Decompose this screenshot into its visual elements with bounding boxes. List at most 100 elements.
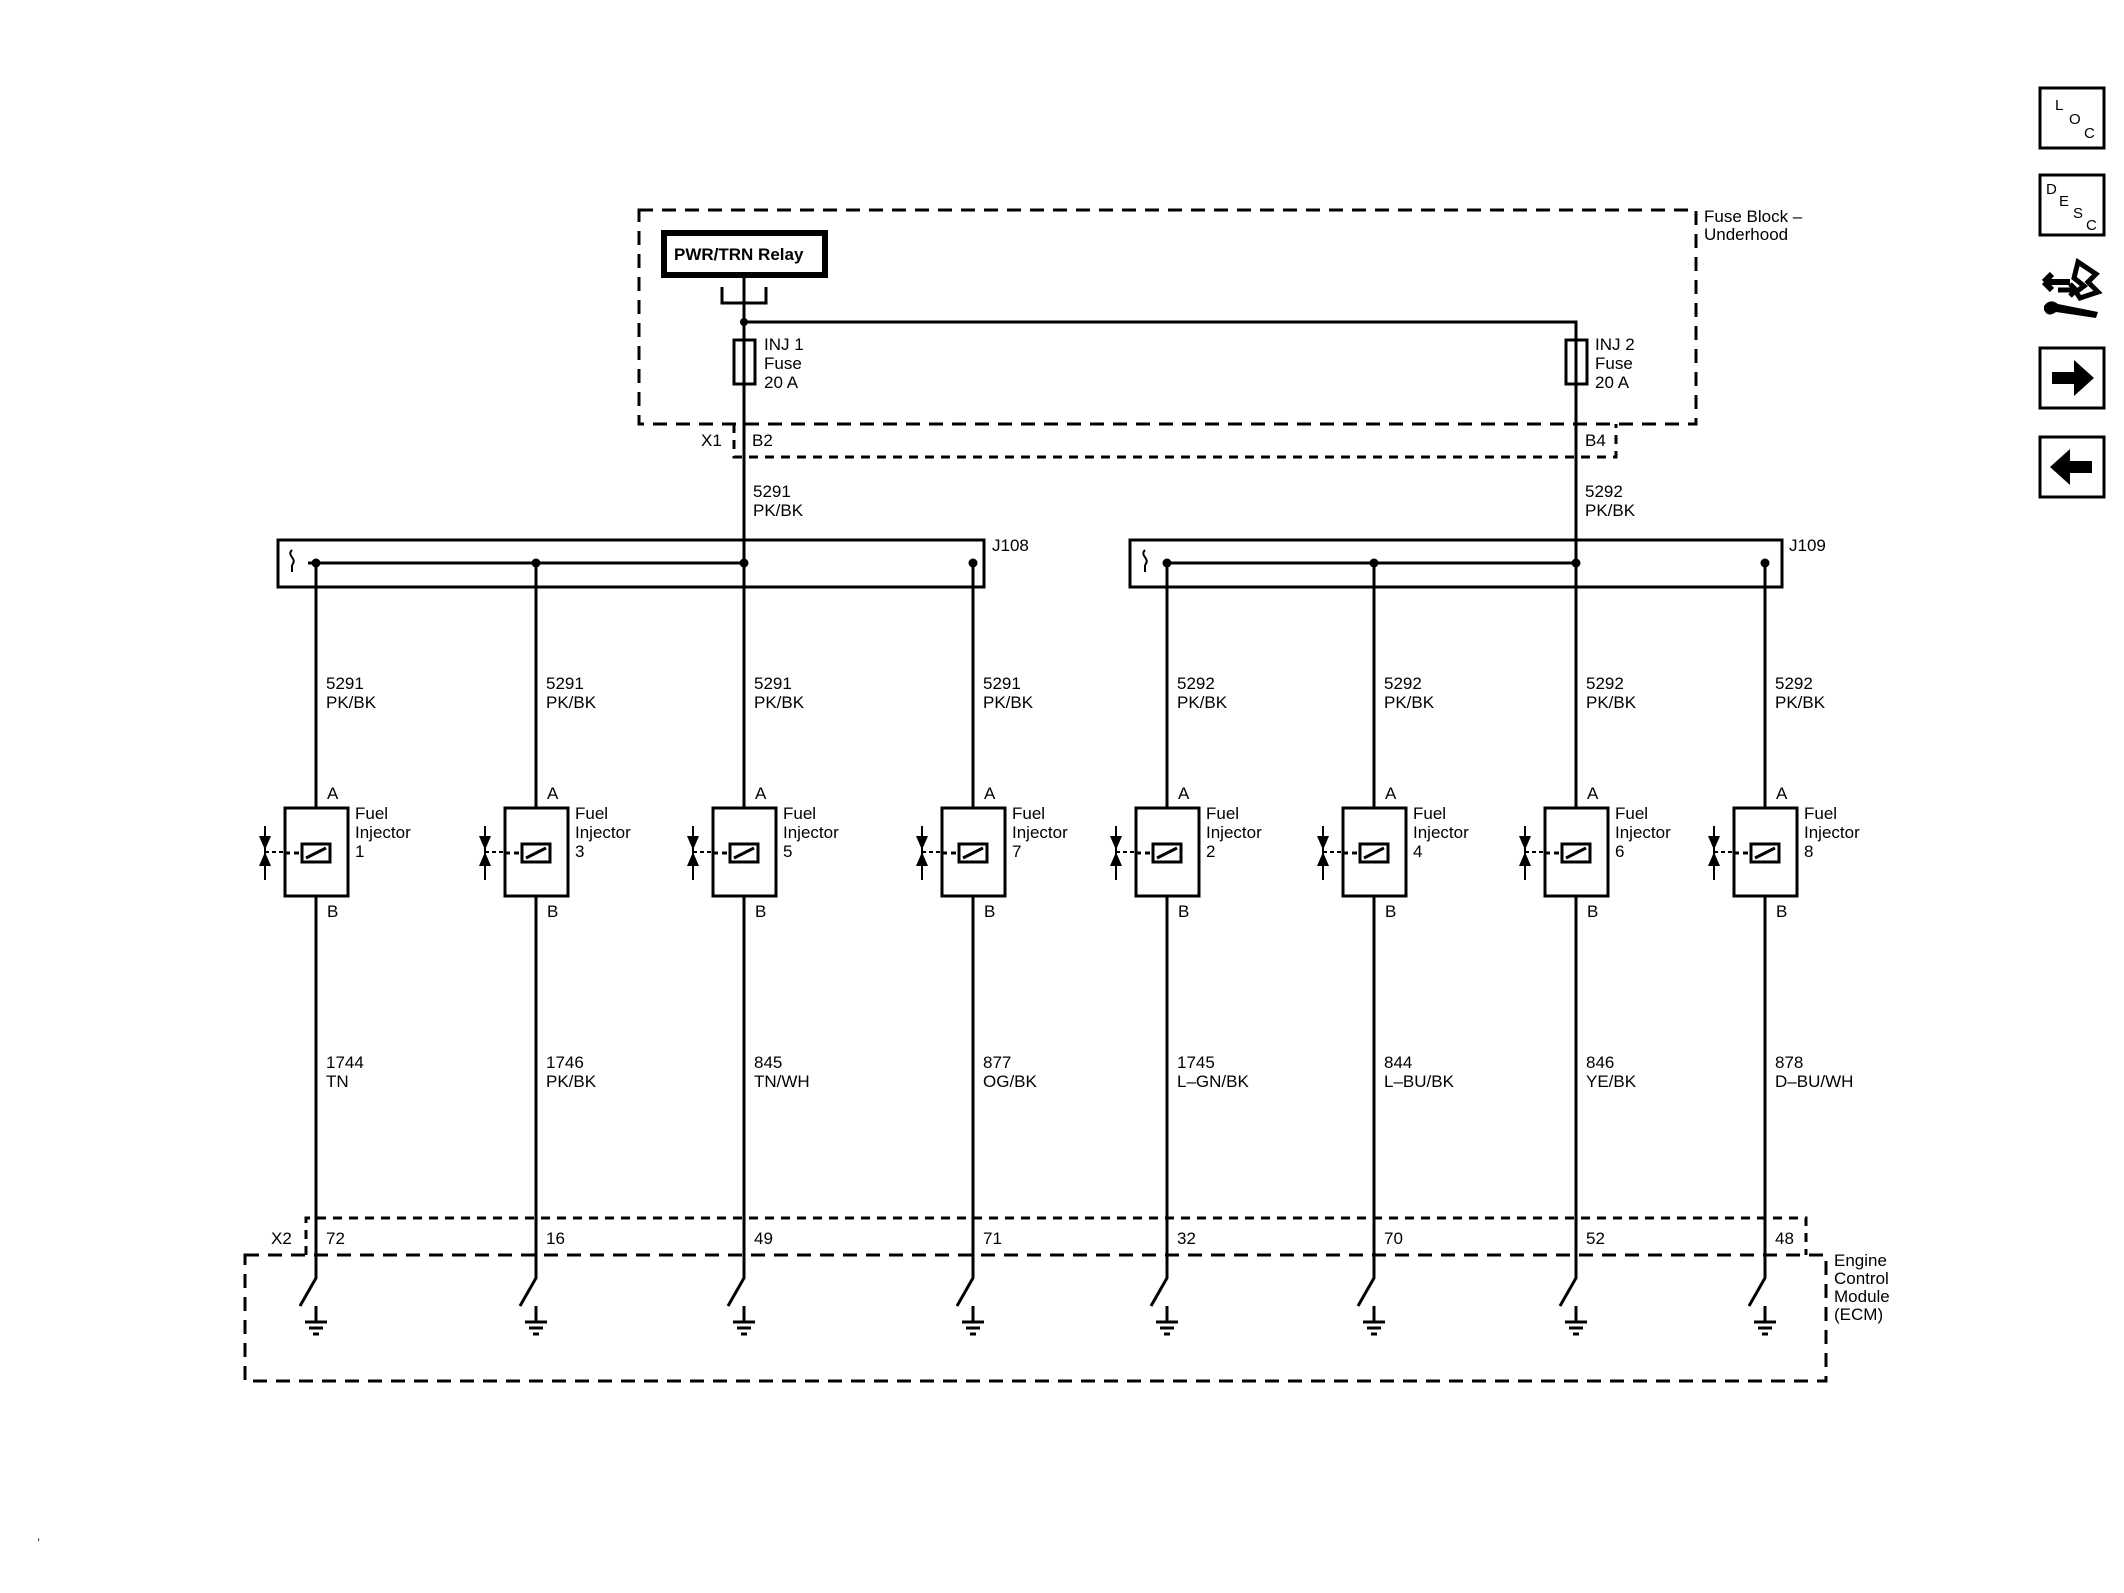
valve-icon	[687, 836, 699, 866]
svg-text:INJ 1: INJ 1	[764, 335, 804, 354]
svg-text:D: D	[2046, 181, 2057, 198]
valve-icon	[1317, 836, 1329, 866]
driver-switch-icon	[1747, 1255, 1767, 1322]
control-color-label: PK/BK	[546, 1072, 597, 1091]
splice-dot	[531, 558, 541, 568]
injector-name-line1: Fuel	[1413, 804, 1446, 823]
supply-circuit-label: 5291	[326, 674, 364, 693]
pin-b-label: B	[1776, 902, 1787, 921]
pin-a-label: A	[984, 784, 996, 803]
injector-name-line1: Fuel	[1804, 804, 1837, 823]
corner-mark: ˌ	[36, 1525, 41, 1542]
injector-number: 3	[575, 842, 584, 861]
control-circuit-label: 845	[754, 1053, 782, 1072]
arrow-left-icon[interactable]	[2038, 435, 2106, 499]
connector-x2: X2	[271, 1216, 1808, 1255]
control-circuit-label: 878	[1775, 1053, 1803, 1072]
splice-j108-label: J108	[992, 536, 1029, 555]
ground-icon	[733, 1320, 755, 1336]
arrow-right-icon[interactable]	[2038, 346, 2106, 410]
svg-text:Engine: Engine	[1834, 1251, 1887, 1270]
splice-dot	[1760, 558, 1770, 568]
ecm-pin-label: 32	[1177, 1229, 1196, 1248]
pin-b-label: B	[1178, 902, 1189, 921]
splice-j109: J109	[1128, 536, 1826, 589]
desc-icon[interactable]: D E S C	[2038, 173, 2106, 237]
ecm-pin-label: 71	[983, 1229, 1002, 1248]
svg-text:Fuse: Fuse	[764, 354, 802, 373]
control-color-label: OG/BK	[983, 1072, 1038, 1091]
injector-name-line1: Fuel	[783, 804, 816, 823]
control-circuit-label: 1744	[326, 1053, 364, 1072]
supply-color-label: PK/BK	[1177, 693, 1228, 712]
connector-x1-label: X1	[701, 431, 722, 450]
driver-switch-icon	[1558, 1255, 1578, 1322]
splice-dot	[1162, 558, 1172, 568]
driver-switch-icon	[955, 1255, 975, 1322]
injector-number: 2	[1206, 842, 1215, 861]
injector-number: 6	[1615, 842, 1624, 861]
loc-icon[interactable]: L O C	[2038, 86, 2106, 150]
pin-b-label: B	[1587, 902, 1598, 921]
splice-dot	[739, 558, 749, 568]
control-color-label: L–BU/BK	[1384, 1072, 1455, 1091]
pin-b4: B4	[1585, 431, 1606, 450]
svg-text:20 A: 20 A	[764, 373, 799, 392]
supply-circuit-label: 5292	[1586, 674, 1624, 693]
control-circuit-label: 846	[1586, 1053, 1614, 1072]
svg-text:Control: Control	[1834, 1269, 1889, 1288]
pin-a-label: A	[1587, 784, 1599, 803]
injector-name-line2: Injector	[1413, 823, 1469, 842]
fuse-block-title-line1: Fuse Block –	[1704, 207, 1803, 226]
splice-dot	[1369, 558, 1379, 568]
ground-icon	[1754, 1320, 1776, 1336]
control-color-label: L–GN/BK	[1177, 1072, 1249, 1091]
injector-name-line1: Fuel	[355, 804, 388, 823]
pin-a-label: A	[1776, 784, 1788, 803]
engine-control-module: Engine Control Module (ECM)	[243, 1251, 1890, 1383]
pin-a-label: A	[1385, 784, 1397, 803]
supply-circuit-label: 5291	[754, 674, 792, 693]
injector-name-line2: Injector	[575, 823, 631, 842]
ground-icon	[1363, 1320, 1385, 1336]
control-color-label: TN	[326, 1072, 349, 1091]
svg-text:5291: 5291	[753, 482, 791, 501]
ground-icon	[525, 1320, 547, 1336]
control-color-label: YE/BK	[1586, 1072, 1637, 1091]
pin-a-label: A	[327, 784, 339, 803]
driver-switch-icon	[298, 1255, 318, 1322]
connector-x2-label: X2	[271, 1229, 292, 1248]
control-color-label: TN/WH	[754, 1072, 810, 1091]
connector-tool-icon[interactable]	[2041, 257, 2103, 318]
supply-color-label: PK/BK	[326, 693, 377, 712]
pin-b-label: B	[327, 902, 338, 921]
injector-name-line1: Fuel	[1012, 804, 1045, 823]
injector-name-line2: Injector	[1012, 823, 1068, 842]
splice-j108: J108	[276, 536, 1029, 589]
ecm-pin-label: 70	[1384, 1229, 1403, 1248]
supply-color-label: PK/BK	[1384, 693, 1435, 712]
svg-text:L: L	[2055, 97, 2063, 114]
injector-number: 4	[1413, 842, 1422, 861]
pin-b-label: B	[1385, 902, 1396, 921]
control-circuit-label: 1746	[546, 1053, 584, 1072]
valve-icon	[1519, 836, 1531, 866]
svg-text:C: C	[2084, 125, 2095, 142]
pin-a-label: A	[1178, 784, 1190, 803]
svg-text:O: O	[2069, 111, 2081, 128]
injector-number: 5	[783, 842, 792, 861]
supply-color-label: PK/BK	[546, 693, 597, 712]
driver-switch-icon	[1356, 1255, 1376, 1322]
pin-b2: B2	[752, 431, 773, 450]
supply-circuit-label: 5292	[1775, 674, 1813, 693]
svg-text:Module: Module	[1834, 1287, 1890, 1306]
supply-color-label: PK/BK	[1586, 693, 1637, 712]
ecm-pin-label: 49	[754, 1229, 773, 1248]
